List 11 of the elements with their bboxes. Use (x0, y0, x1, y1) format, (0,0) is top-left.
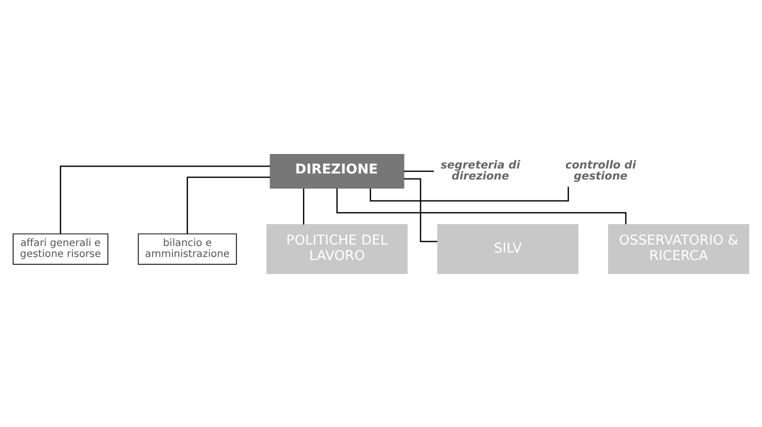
connector (336, 188, 626, 224)
node-text: controllo di gestione (565, 158, 636, 182)
connector (404, 170, 434, 172)
node-text: segreteria di direzione (440, 158, 520, 182)
node-box: DIREZIONE (270, 153, 404, 188)
node-box: bilancio e amministrazione (138, 232, 237, 264)
connector (186, 176, 270, 234)
connector (303, 188, 304, 224)
connector (60, 165, 270, 233)
node-box: affari generali e gestione risorse (12, 232, 108, 264)
connector (404, 178, 438, 242)
